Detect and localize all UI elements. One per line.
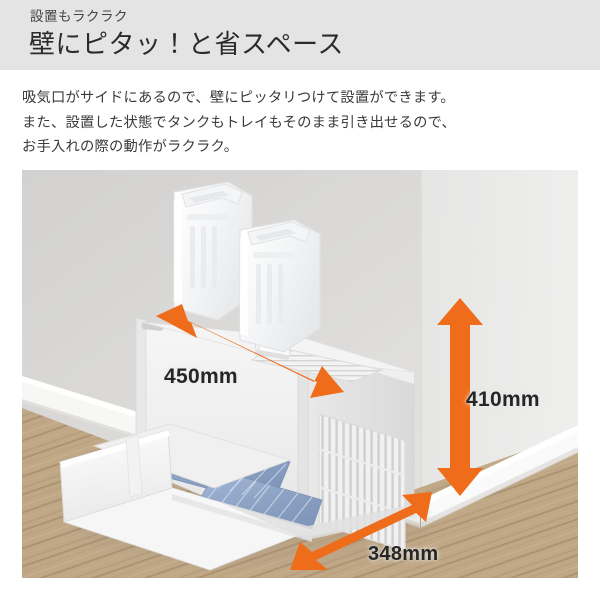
tank-lid-hinge — [254, 350, 290, 360]
header-band: 設置もラクラク 壁にピタッ！と省スペース — [0, 0, 600, 70]
water-tank-front[interactable] — [239, 219, 321, 353]
product-photo-illustration — [22, 170, 578, 578]
description-line-1: 吸気口がサイドにあるので、壁にピッタリつけて設置ができます。 — [22, 90, 455, 106]
water-tank-rear[interactable] — [173, 181, 253, 321]
dimension-arrow-410 — [437, 298, 483, 496]
dimension-label-450: 450mm — [164, 365, 238, 388]
dimension-arrow-450 — [156, 304, 344, 398]
dimension-label-410: 410mm — [466, 388, 540, 411]
description-line-2: また、設置した状態でタンクもトレイもそのまま引き出せるので、 — [22, 114, 457, 131]
description-block: 吸気口がサイドにあるので、壁にピッタリつけて設置ができます。 また、設置した状態… — [22, 86, 582, 160]
drawer-divider — [125, 434, 143, 498]
dimension-arrow-348 — [290, 492, 432, 570]
pull-out-drawer[interactable] — [59, 423, 314, 571]
product-photo: 450mm 410mm 348mm — [22, 170, 578, 578]
baseboard-right-shadow — [421, 447, 578, 528]
description-line-3: お手入れの際の動作がラクラク。 — [22, 139, 239, 156]
header-kicker: 設置もラクラク — [30, 9, 128, 24]
unit-base-plinth — [214, 500, 414, 540]
page-title: 壁にピタッ！と省スペース — [29, 29, 344, 59]
dimension-label-348: 348mm — [368, 543, 439, 565]
